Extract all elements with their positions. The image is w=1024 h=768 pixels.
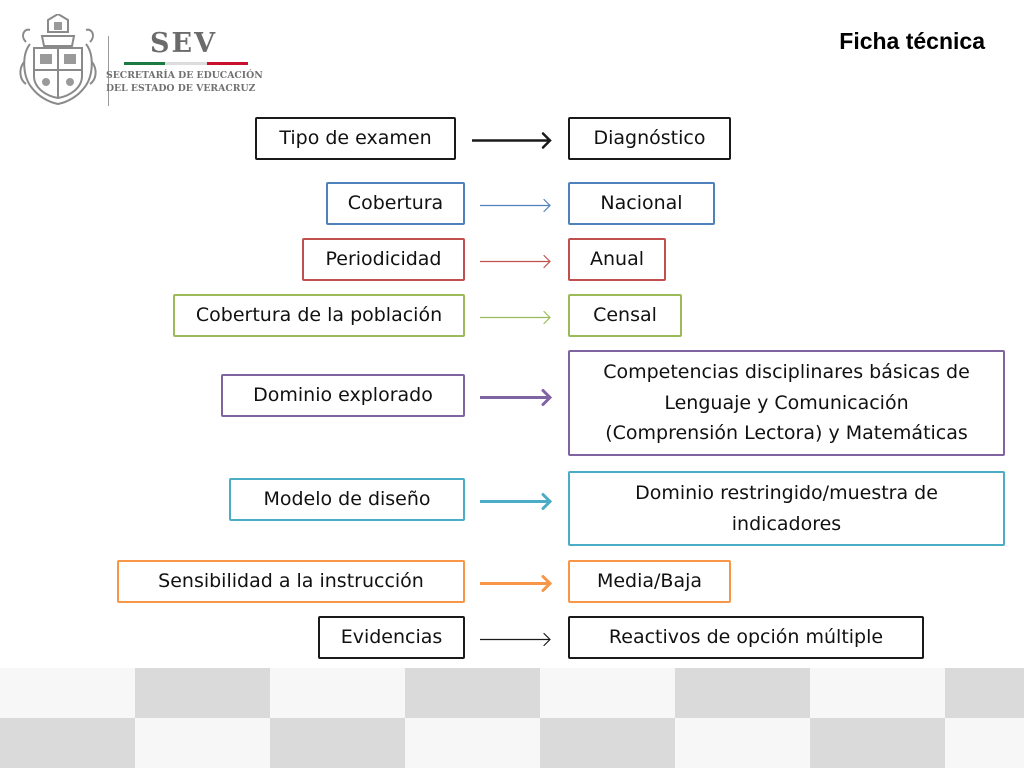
footer-tile bbox=[315, 668, 360, 718]
footer-tile bbox=[90, 668, 135, 718]
label-box-cobertura-de-la-poblacion: Cobertura de la población bbox=[173, 294, 465, 337]
footer-tile bbox=[495, 718, 540, 768]
value-box-cobertura-de-la-poblacion: Censal bbox=[568, 294, 682, 337]
label-box-modelo-de-diseno: Modelo de diseño bbox=[229, 478, 465, 521]
arrow-cobertura bbox=[480, 198, 551, 213]
footer-tile bbox=[315, 718, 360, 768]
label-box-tipo-de-examen: Tipo de examen bbox=[255, 117, 456, 160]
footer-tile bbox=[45, 718, 90, 768]
footer-tile bbox=[360, 668, 405, 718]
flag-stripe bbox=[124, 62, 248, 65]
footer-tile bbox=[405, 718, 450, 768]
footer-tile bbox=[720, 668, 765, 718]
label-box-sensibilidad-a-la-instruccion: Sensibilidad a la instrucción bbox=[117, 560, 465, 603]
footer-pattern bbox=[0, 668, 1024, 768]
arrow-tipo-de-examen bbox=[472, 132, 552, 149]
footer-tile bbox=[225, 668, 270, 718]
arrow-sensibilidad-a-la-instruccion bbox=[480, 575, 553, 592]
footer-tile bbox=[450, 668, 495, 718]
arrow-periodicidad bbox=[480, 254, 551, 269]
value-line: Anual bbox=[589, 248, 644, 271]
value-line: Diagnóstico bbox=[593, 127, 706, 150]
value-line: indicadores bbox=[731, 512, 842, 535]
footer-tile bbox=[675, 718, 720, 768]
value-line: Censal bbox=[593, 304, 657, 327]
footer-tile bbox=[855, 718, 900, 768]
value-box-modelo-de-diseno: Dominio restringido/muestra de indicadore… bbox=[568, 471, 1005, 546]
footer-tile bbox=[405, 668, 450, 718]
page-title: Ficha técnica bbox=[839, 28, 985, 54]
value-line: Dominio restringido/muestra de bbox=[635, 482, 938, 505]
footer-tile bbox=[900, 668, 945, 718]
footer-tile bbox=[765, 668, 810, 718]
veracruz-seal-icon bbox=[19, 14, 97, 106]
footer-tile bbox=[135, 668, 180, 718]
value-box-evidencias: Reactivos de opción múltiple bbox=[568, 616, 924, 659]
footer-tile bbox=[225, 718, 270, 768]
label-box-cobertura: Cobertura bbox=[326, 182, 465, 225]
footer-tile bbox=[0, 668, 45, 718]
logo-mark: SEV bbox=[150, 28, 218, 59]
footer-tile bbox=[45, 668, 90, 718]
footer-tile bbox=[855, 668, 900, 718]
footer-tile bbox=[360, 718, 405, 768]
footer-tile bbox=[270, 668, 315, 718]
footer-tile bbox=[630, 668, 675, 718]
footer-tile bbox=[180, 718, 225, 768]
footer-tile bbox=[540, 668, 585, 718]
footer-tile bbox=[180, 668, 225, 718]
logo-text-line2: DEL ESTADO DE VERACRUZ bbox=[106, 83, 256, 94]
footer-tile bbox=[810, 718, 855, 768]
footer-tile bbox=[810, 668, 855, 718]
value-line: Lenguaje y Comunicación bbox=[664, 391, 909, 414]
label-box-evidencias: Evidencias bbox=[318, 616, 465, 659]
footer-tile bbox=[585, 718, 630, 768]
footer-tile bbox=[630, 718, 675, 768]
value-box-periodicidad: Anual bbox=[568, 238, 666, 281]
arrow-dominio-explorado bbox=[480, 389, 553, 406]
footer-tile bbox=[945, 668, 990, 718]
value-box-tipo-de-examen: Diagnóstico bbox=[568, 117, 731, 160]
value-line: Competencias disciplinares básicas de bbox=[603, 361, 970, 384]
footer-tile bbox=[990, 718, 1024, 768]
footer-tile bbox=[585, 668, 630, 718]
label-box-dominio-explorado: Dominio explorado bbox=[221, 374, 465, 417]
logo-divider bbox=[108, 36, 109, 106]
footer-tile bbox=[540, 718, 585, 768]
value-line: Reactivos de opción múltiple bbox=[608, 626, 884, 649]
value-box-dominio-explorado: Competencias disciplinares básicas de Len… bbox=[568, 350, 1005, 456]
value-box-cobertura: Nacional bbox=[568, 182, 715, 225]
footer-tile bbox=[990, 668, 1024, 718]
footer-tile bbox=[0, 718, 45, 768]
footer-tile bbox=[270, 718, 315, 768]
value-line: Nacional bbox=[600, 192, 683, 215]
footer-tile bbox=[90, 718, 135, 768]
footer-tile bbox=[720, 718, 765, 768]
footer-tile bbox=[945, 718, 990, 768]
footer-tile bbox=[495, 668, 540, 718]
value-line: Media/Baja bbox=[596, 570, 703, 593]
arrow-evidencias bbox=[480, 632, 551, 647]
value-line: (Comprensión Lectora) y Matemáticas bbox=[605, 422, 968, 445]
sev-logo: SEV SECRETARÍA DE EDUCACIÓN DEL ESTADO D… bbox=[14, 14, 263, 106]
value-box-sensibilidad-a-la-instruccion: Media/Baja bbox=[568, 560, 731, 603]
arrow-modelo-de-diseno bbox=[480, 493, 553, 510]
footer-tile bbox=[675, 668, 720, 718]
footer-tile bbox=[765, 718, 810, 768]
logo-text-line1: SECRETARÍA DE EDUCACIÓN bbox=[106, 70, 263, 81]
footer-tile bbox=[900, 718, 945, 768]
label-box-periodicidad: Periodicidad bbox=[302, 238, 465, 281]
footer-tile bbox=[450, 718, 495, 768]
footer-tile bbox=[135, 718, 180, 768]
arrow-cobertura-de-la-poblacion bbox=[480, 310, 551, 325]
